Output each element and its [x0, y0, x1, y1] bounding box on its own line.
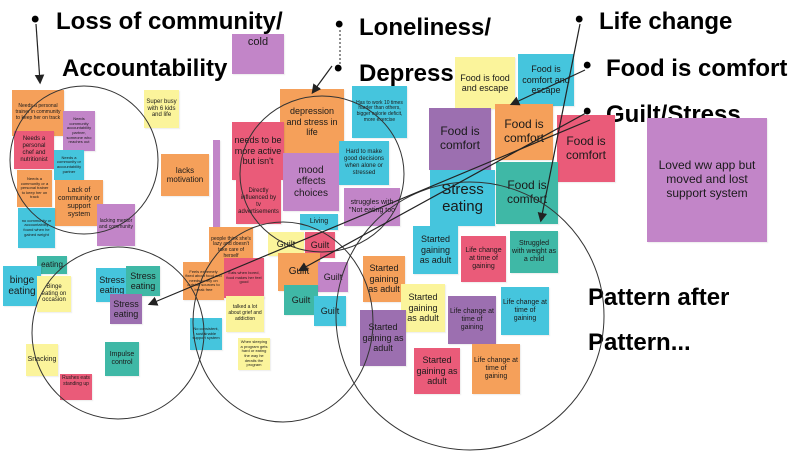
sticky-note-life-change-orange: Life change at time of gaining: [472, 344, 520, 394]
sticky-note-living: Living: [300, 214, 338, 230]
sticky-note-started-orange: Started gaining as adult: [363, 256, 405, 302]
sticky-note-binge-eating: binge eating: [3, 266, 41, 306]
heading-life-change: Life change: [599, 8, 733, 35]
sticky-note-no-community: no community or accountability found whe…: [18, 208, 55, 248]
sticky-note-personal-chef: Needs a personal chef and nutritionist: [14, 131, 54, 169]
heading-loneliness-line1: Loneliness/: [359, 14, 492, 41]
sticky-note-mood-effects: mood effects choices: [283, 153, 339, 211]
sticky-note-community-keep: Needs a community or a personal trainer …: [17, 170, 52, 207]
sticky-note-stress-eating-teal: Stress eating: [126, 266, 160, 296]
sticky-note-lacks-motivation: lacks motivation: [161, 154, 209, 196]
sticky-note-guilt-teal: Guilt: [284, 285, 318, 315]
sticky-note-food-escape-cyan: Food is comfort and escape: [518, 54, 574, 106]
sticky-note-super-busy: Super busy with 6 kids and life: [144, 90, 179, 128]
sticky-note-binge-occasion: Binge eating on occasion: [37, 276, 71, 312]
sticky-note-food-comfort-teal: Food is comfort: [496, 162, 558, 224]
sticky-note-edge: [213, 140, 220, 240]
sticky-note-lacking-mentor: lacking mentor and community: [97, 204, 135, 246]
sticky-note-snacking: Snacking: [26, 344, 58, 376]
sticky-note-struggled-child: Struggled with weight as a child: [510, 231, 558, 273]
sticky-note-personal-trainer: Needs a personal trainer in community to…: [12, 90, 64, 136]
bullet-dot: •: [335, 11, 344, 38]
sticky-note-started-pink: Started gaining as adult: [414, 348, 460, 394]
sticky-note-started-cyan: Started gaining as adult: [413, 226, 458, 274]
sticky-note-eating-teal: eating: [37, 256, 67, 274]
sticky-note-lack-community: Lack of community or support system: [55, 180, 103, 226]
sticky-note-guilt-cyan: Guilt: [314, 296, 346, 326]
sticky-note-community-accountability: Needs community accountability partner, …: [63, 111, 95, 151]
sticky-note-life-change-violet: Life change at time of gaining: [448, 296, 496, 344]
bullet-dot: •: [31, 6, 40, 33]
sticky-note-started-yellow: Started gaining as adult: [401, 284, 445, 332]
sticky-note-struggle-eating: struggles with "Not eating too: [344, 188, 400, 226]
sticky-note-sleeping-program: When sleeping a program gets hard or eat…: [238, 338, 270, 370]
sticky-note-talked-grief: talked a lot about grief and addiction: [226, 296, 264, 332]
sticky-note-food-comfort-violet: Food is comfort: [429, 108, 491, 170]
sticky-note-impulse-control: Impulse control: [105, 342, 139, 376]
sticky-note-stress-eating-violet: Stress eating: [110, 294, 142, 324]
sticky-note-life-change-pink: Life change at time of gaining: [461, 236, 506, 282]
sticky-note-good-decisions: Hard to make good decisions when alone o…: [339, 141, 389, 185]
sticky-note-guilt-purple: Guilt: [318, 262, 348, 292]
sticky-note-top: cold: [232, 34, 284, 74]
sticky-note-community-partner: Needs a community or accountability part…: [54, 150, 84, 180]
heading-community-line2: Accountability: [62, 55, 228, 82]
sticky-note-no-support: No consistent, sustainable support syste…: [190, 318, 222, 350]
sticky-note-food-comfort-pink: Food is comfort: [557, 115, 615, 182]
sticky-note-life-change-cyan: Life change at time of gaining: [501, 287, 549, 335]
bullet-dot: •: [575, 6, 584, 33]
heading-pattern-line1: Pattern after: [588, 284, 730, 311]
sticky-note-red: Eats when bored, food makes her feel goo…: [224, 258, 264, 298]
sticky-note-rushes: Rushes eats standing up: [60, 374, 92, 400]
bullet-dot: •: [583, 98, 592, 125]
heading-food-comfort: Food is comfort: [606, 55, 788, 82]
sticky-note-food-escape-yellow: Food is food and escape: [455, 57, 515, 109]
sticky-note-feels-food: Feels extremely fixed about food and nee…: [183, 262, 224, 300]
sticky-note-directly-influenced: Directly influenced by tv advertisements: [236, 180, 281, 224]
heading-pattern-line2: Pattern...: [588, 329, 691, 356]
sticky-note-loved-ww: Loved ww app but moved and lost support …: [647, 118, 767, 242]
sticky-note-food-comfort-orange: Food is comfort: [495, 104, 553, 160]
sticky-note-depression-stress: depression and stress in life: [280, 89, 344, 155]
sticky-note-needs-active: needs to be more active but isn't: [232, 122, 284, 180]
heading-community-line1: Loss of community/: [56, 8, 283, 35]
sticky-note-hard-to-work: Has to work 10 times harder than others,…: [352, 86, 407, 138]
bullet-dot: •: [334, 55, 343, 82]
sticky-note-stress-eating-big: Stress eating: [430, 170, 495, 226]
sticky-note-started-violet: Started gaining as adult: [360, 310, 406, 366]
bullet-dot: •: [583, 52, 592, 79]
